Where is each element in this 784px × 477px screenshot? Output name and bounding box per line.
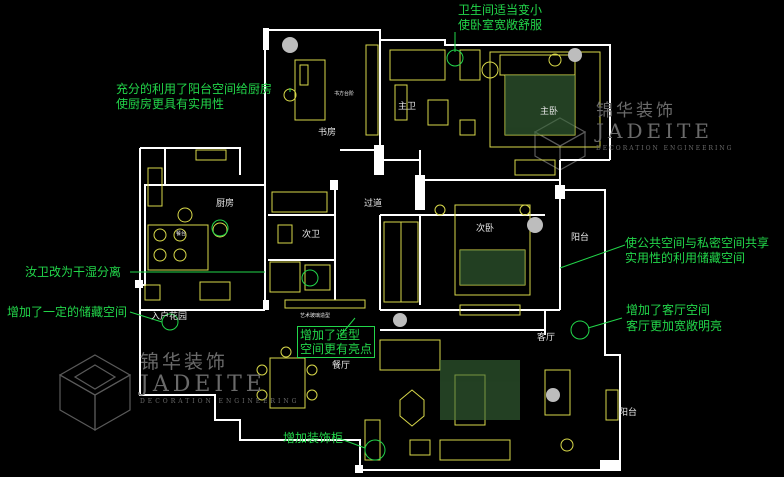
note-decorative-cabinet: 增加装饰柜	[283, 431, 344, 445]
plants	[282, 37, 582, 402]
room-dining: 餐厅	[332, 361, 351, 371]
note-balcony-kitchen: 充分的利用了阳台空间给厨房	[116, 82, 273, 96]
room-balcony-bottom: 阳台	[619, 408, 638, 418]
note-feature-shape-line1: 增加了造型	[300, 328, 361, 342]
room-kitchen: 厨房	[216, 199, 235, 209]
room-balcony-right: 阳台	[571, 233, 590, 243]
note-bedroom-spacious: 使卧室宽敞舒服	[458, 18, 543, 32]
room-study: 书房	[318, 128, 337, 138]
note-kitchen-practical: 使厨房更具有实用性	[116, 97, 225, 111]
note-storage: 增加了一定的储藏空间	[7, 305, 128, 319]
room-second-bed: 次卧	[476, 224, 495, 234]
label-feature-wall: 艺术玻璃造型	[300, 313, 331, 319]
note-living-bright: 客厅更加宽敞明亮	[626, 319, 723, 333]
label-dining-counter: 餐台	[176, 231, 187, 237]
watermark-sub-en-left: DECORATION ENGINEERING	[140, 398, 300, 405]
watermark-logo-left	[58, 354, 132, 432]
leader-lines	[129, 32, 626, 449]
bed-patterns	[440, 75, 575, 420]
room-master-bed: 主卧	[540, 107, 559, 117]
room-master-bath: 主卫	[398, 102, 417, 112]
note-dry-wet: 汝卫改为干湿分离	[25, 265, 122, 279]
watermark-sub-en-right: DECORATION ENGINEERING	[596, 145, 734, 152]
watermark-brand-cn-right: 锦华装饰	[596, 101, 676, 121]
note-feature-shape: 增加了造型 空间更有亮点	[297, 326, 376, 358]
room-living: 客厅	[537, 333, 556, 343]
note-living-space: 增加了客厅空间	[626, 303, 711, 317]
wall-solids	[135, 28, 620, 473]
door-swings	[161, 49, 590, 461]
watermark-brand-en-left: JADEITE	[140, 372, 266, 397]
note-public-private: 使公共空间与私密空间共享	[625, 236, 770, 250]
label-writing-desk: 书方台阶	[334, 91, 355, 97]
room-corridor: 过道	[364, 199, 383, 209]
watermark-brand-cn-left: 锦华装饰	[140, 351, 229, 373]
room-entry-garden: 入户花园	[151, 312, 188, 322]
note-bathroom-smaller: 卫生间适当变小	[458, 3, 543, 17]
note-storage-use: 实用性的利用储藏空间	[625, 251, 746, 265]
room-guest-bath: 次卫	[302, 230, 321, 240]
note-feature-shape-line2: 空间更有亮点	[300, 342, 373, 356]
watermark-brand-en-right: JADEITE	[596, 119, 713, 143]
